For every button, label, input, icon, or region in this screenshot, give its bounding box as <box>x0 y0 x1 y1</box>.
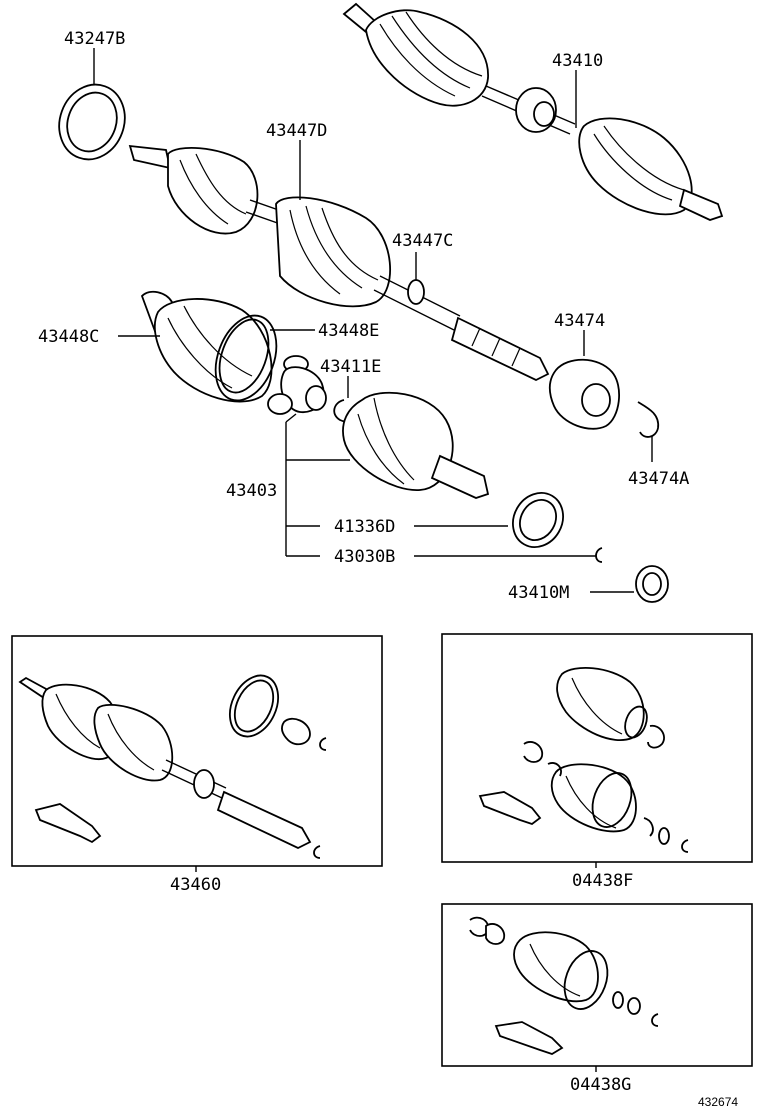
part-43448C-boot <box>140 290 273 403</box>
part-41336D-seal <box>512 492 564 548</box>
kit-box-43460 <box>11 635 383 872</box>
label-43474: 43474 <box>554 311 605 331</box>
kit-box-04438F <box>441 633 753 868</box>
label-04438G: 04438G <box>570 1075 631 1095</box>
label-43448C: 43448C <box>38 327 99 347</box>
label-43447C: 43447C <box>392 231 453 251</box>
label-43460: 43460 <box>170 875 221 895</box>
label-43411E: 43411E <box>320 357 381 377</box>
part-43247B-seal-ring <box>58 83 126 161</box>
part-43448E-boot-clamp <box>214 314 278 402</box>
label-43030B: 43030B <box>334 547 395 567</box>
label-41336D: 41336D <box>334 517 395 537</box>
part-43410M-oil-seal <box>635 565 669 603</box>
label-43247B: 43247B <box>64 29 125 49</box>
label-43403: 43403 <box>226 481 277 501</box>
leader-lines-top <box>93 48 653 593</box>
label-43410M: 43410M <box>508 583 569 603</box>
part-43030B-clip <box>595 547 603 563</box>
part-43403-joint-housing <box>342 391 490 499</box>
part-43474A-clip <box>637 401 660 438</box>
tripod-joint <box>267 355 327 415</box>
label-43447D: 43447D <box>266 121 327 141</box>
part-43447D-shaft-assembly <box>128 144 550 382</box>
part-43474-damper <box>548 358 620 430</box>
label-04438F: 04438F <box>572 871 633 891</box>
label-43410: 43410 <box>552 51 603 71</box>
figure-number: 432674 <box>698 1095 738 1109</box>
part-43410-axle-assembly <box>342 2 724 221</box>
label-43474A: 43474A <box>628 469 689 489</box>
kit-box-04438G <box>441 903 753 1072</box>
label-43448E: 43448E <box>318 321 379 341</box>
